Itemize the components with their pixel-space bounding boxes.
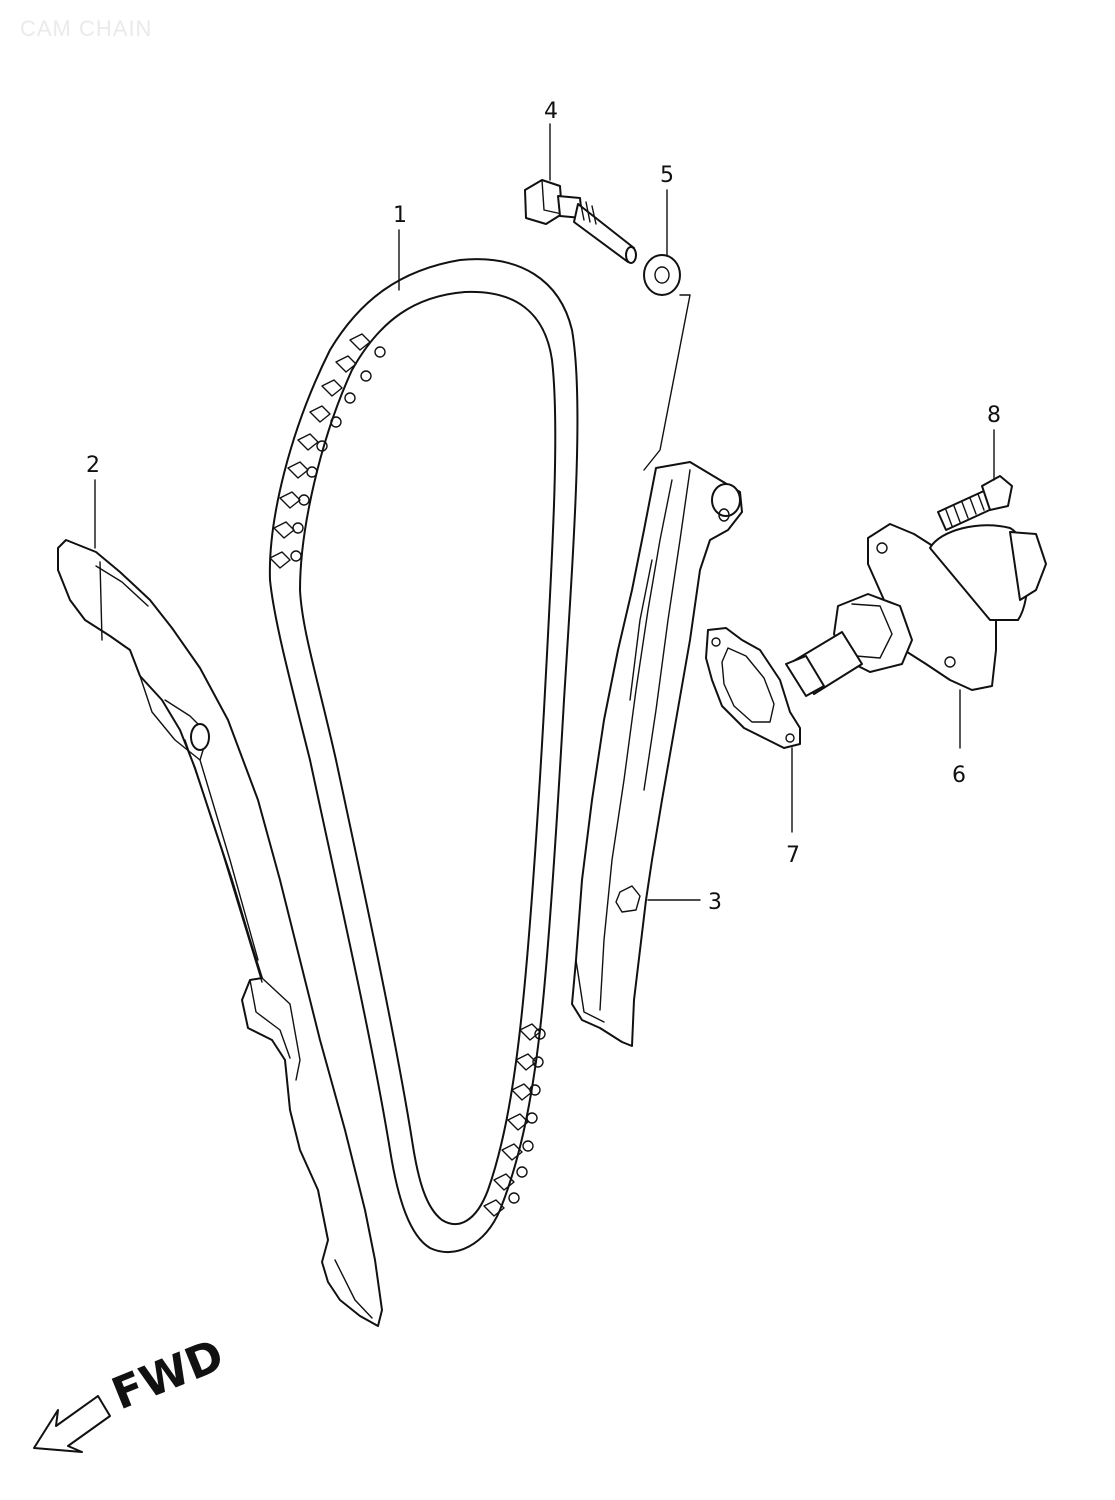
forward-arrow-icon	[33, 1395, 111, 1453]
callout-6: 6	[952, 763, 966, 788]
part-4-pivot-bolt[interactable]	[524, 179, 637, 264]
part-1-cam-chain[interactable]	[268, 258, 579, 1254]
callout-8: 8	[987, 403, 1001, 428]
leader-lines	[94, 123, 995, 901]
callout-4: 4	[544, 99, 558, 124]
chain-links-upper	[269, 333, 386, 569]
callout-2: 2	[86, 453, 100, 478]
callout-1: 1	[393, 203, 407, 228]
part-8-bolt[interactable]	[937, 475, 1013, 531]
part-2-chain-guide[interactable]	[57, 539, 383, 1327]
part-5-washer[interactable]	[643, 254, 681, 296]
callout-5: 5	[660, 163, 674, 188]
callout-7: 7	[786, 843, 800, 868]
diagram-title: CAM CHAIN	[20, 16, 153, 41]
chain-links-lower	[483, 1023, 546, 1217]
forward-direction-indicator: FWD	[33, 1330, 231, 1453]
fwd-label: FWD	[105, 1330, 231, 1420]
part-6-tensioner-adjuster[interactable]	[785, 523, 1047, 697]
callout-3: 3	[708, 890, 722, 915]
part-3-tensioner-arm[interactable]	[571, 461, 743, 1047]
part-7-gasket[interactable]	[705, 627, 801, 749]
